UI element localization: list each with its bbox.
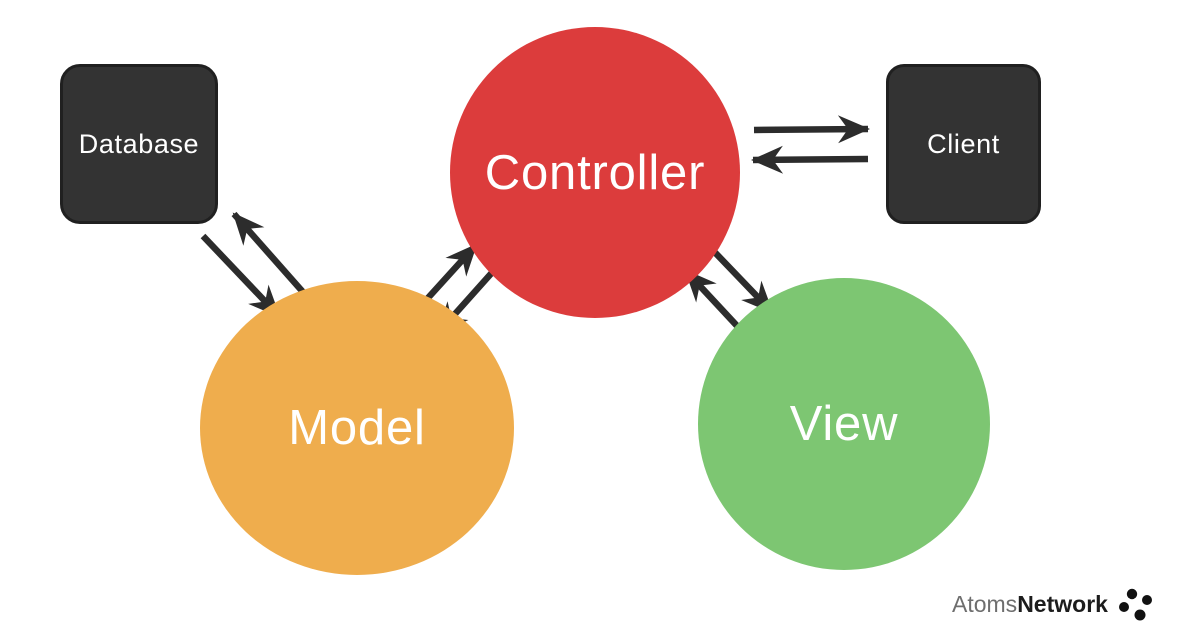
node-database: Database — [60, 64, 218, 224]
brand-name-bold: Network — [1017, 590, 1108, 617]
brand-name: AtomsNetwork — [952, 590, 1108, 617]
node-model: Model — [200, 281, 514, 575]
node-database-label: Database — [78, 128, 200, 159]
node-client-label: Client — [927, 128, 1000, 159]
node-view: View — [698, 278, 990, 570]
node-view-label: View — [789, 397, 899, 451]
brand-name-light: Atoms — [952, 590, 1018, 617]
node-client: Client — [886, 64, 1041, 224]
atoms-cluster-icon — [1118, 588, 1152, 621]
node-model-label: Model — [288, 401, 426, 455]
arrow-model-to-database — [231, 211, 313, 303]
node-controller: Controller — [450, 27, 740, 318]
arrow-controller-to-client — [753, 115, 870, 144]
brand-logo: AtomsNetwork — [952, 584, 1159, 624]
arrow-client-to-controller — [751, 145, 869, 174]
node-controller-label: Controller — [484, 145, 706, 200]
arrow-database-to-model — [200, 233, 282, 319]
